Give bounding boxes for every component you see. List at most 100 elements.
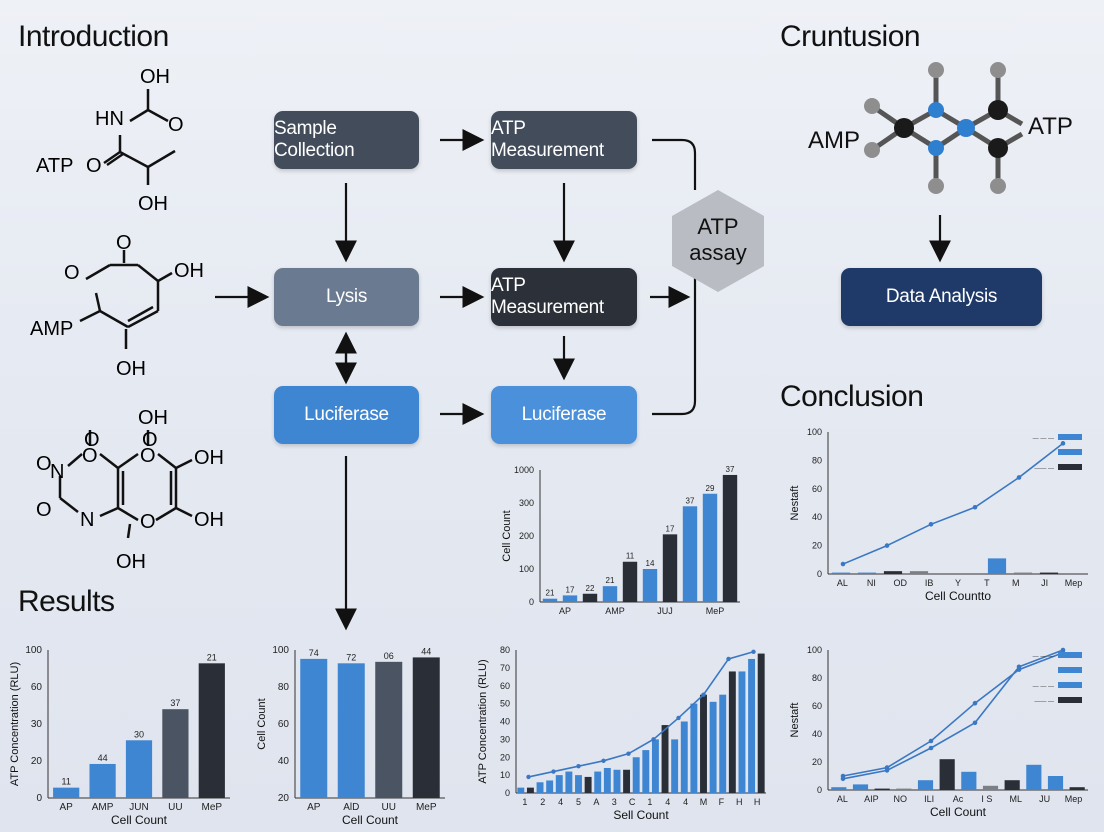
chart-conclusion-1-ytick: 80 [812,455,822,465]
chart-results-1-bar-label: 37 [170,698,180,708]
m2-o-top: O [116,232,132,254]
chart-sell-count-point [576,763,581,769]
lysis-box[interactable]: Lysis [274,268,419,326]
chart-results-1-ylabel: ATP Concentration (RLU) [9,662,21,786]
chart-results-1-ytick: 60 [31,682,43,693]
chart-sell-count-ytick: 0 [505,788,510,798]
chart-results-1-bar [198,663,225,798]
model-atp-label: ATP [1028,113,1073,140]
chart-results-2-bar-label: 72 [346,652,356,662]
chart-sell-count-xtick: C [629,797,636,807]
chart-sell-count-xtick: M [700,797,708,807]
m3-o-mid3: O [140,511,156,533]
chart-results-1-ytick: 100 [25,645,42,656]
chart-center-top-xtick: JUJ [657,606,673,616]
chart-results-1-xlabel: Cell Count [111,813,168,827]
chart-results-1-bar [125,740,153,798]
chart-conclusion-2-legend-swatch [1058,667,1082,673]
chart-sell-count-ylabel: ATP Concentration (RLU) [477,659,489,783]
chart-conclusion-1-legend-swatch [1058,464,1082,470]
chart-sell-count-point [701,692,706,697]
chart-conclusion-1-bar [883,571,903,574]
chart-sell-count-bar [661,725,669,793]
chart-conclusion-1-bar [857,572,877,574]
molecule-1-structure: OH HN O ATP O OH [36,66,184,215]
chart-sell-count-xtick: H [754,797,761,807]
chart-conclusion-2-xtick: JU [1039,794,1050,804]
sample-collection-box[interactable]: Sample Collection [274,111,419,169]
chart-conclusion-2-bar [874,788,890,790]
chart-results-2-ytick: 100 [272,645,289,656]
atp-molecule-model: AMP ATP [808,62,1073,194]
m1-hn: HN [95,108,124,130]
chart-conclusion-2-xlabel: Cell Count [930,805,987,819]
chart-sell-count-xtick: 5 [576,797,581,807]
chart-center-top-bar-label: 17 [666,524,675,533]
chart-center-top-bar [642,569,658,602]
chart-conclusion-2-point [1060,647,1066,653]
m1-oh-bottom: OH [138,193,168,215]
chart-sell-count-bar [651,739,659,793]
chart-conclusion-2-xtick: Mep [1065,794,1083,804]
chart-conclusion-2-point [884,768,890,773]
chart-results-2-ytick: 80 [278,682,290,693]
chart-results-2-bar [337,663,365,798]
m1-atp: ATP [36,155,73,177]
chart-conclusion-1-bar [1013,572,1033,574]
chart-sell-count-bar [546,780,554,793]
m1-oh-top: OH [140,66,170,88]
chart-center-top-xtick: AMP [605,606,625,616]
chart-conclusion-2-bar [961,771,977,790]
chart-results-1-xtick: JUN [129,802,148,813]
data-analysis-box[interactable]: Data Analysis [841,268,1042,326]
chart-conclusion-2-xtick: AL [837,794,848,804]
luciferase-box-2[interactable]: Luciferase [491,386,637,444]
chart-conclusion-2-bar [982,785,999,790]
chart-conclusion-2-xtick: AIP [864,794,879,804]
atp-measurement-box-2[interactable]: ATP Measurement [491,268,637,326]
chart-sell-count-bar [728,671,736,793]
chart-conclusion-2-ylabel: Nestaft [789,703,801,738]
chart-conclusion-1-bar [909,571,929,574]
chart-results-1-ytick: 30 [31,719,43,730]
chart-results-1-bar-label: 44 [98,753,108,763]
chart-conclusion-2-bar [896,788,912,790]
chart-sell-count-point [626,751,631,756]
chart-conclusion-2-bar [917,780,934,790]
chart-conclusion-2-ytick: 20 [812,757,822,767]
chart-sell-count-point [601,758,606,764]
chart-conclusion-1-legend-label: — — — [1033,436,1054,442]
chart-conclusion-2-point [928,738,934,744]
m3-oh-bottom: OH [116,551,146,573]
m3-o-l2: O [36,499,52,521]
chart-results-2-ytick: 40 [278,756,290,767]
chart-sell-count-point [676,715,681,721]
chart-sell-count-bar [536,782,544,793]
chart-center-top-bar [722,474,738,602]
chart-results-2-ylabel: Cell Count [256,698,268,749]
chart-results-1-bar [162,709,189,798]
m3-o-mid1: O [82,445,98,467]
atp-assay-hexagon[interactable]: ATP assay [668,186,768,296]
chart-center-top-ylabel: Cell Count [501,510,513,561]
chart-sell-count-xtick: 2 [540,797,545,807]
chart-sell-count-bar [738,671,746,793]
chart-center-top-bar [662,534,678,602]
chart-results-2-xtick: MeP [416,802,437,813]
chart-conclusion-2-bar [939,759,955,790]
chart-center-top-bar [682,506,698,602]
atp-measurement-box-1[interactable]: ATP Measurement [491,111,637,169]
chart-conclusion-1-ylabel: Nestaft [789,486,801,521]
luciferase-box-1[interactable]: Luciferase [274,386,419,444]
chart-sell-count-point [726,656,731,662]
chart-results-2-bar-label: 44 [421,646,431,656]
chart-conclusion-2-point [840,776,846,782]
chart-center-top-bar [562,595,578,602]
chart-sell-count-bar [575,775,582,793]
chart-sell-count-point [551,769,556,774]
chart-conclusion-2-xtick: ILI [924,794,934,804]
chart-conclusion-2-legend-swatch [1058,652,1082,658]
chart-conclusion-2-line-2 [842,649,1064,780]
chart-sell-count-bar [526,787,534,793]
